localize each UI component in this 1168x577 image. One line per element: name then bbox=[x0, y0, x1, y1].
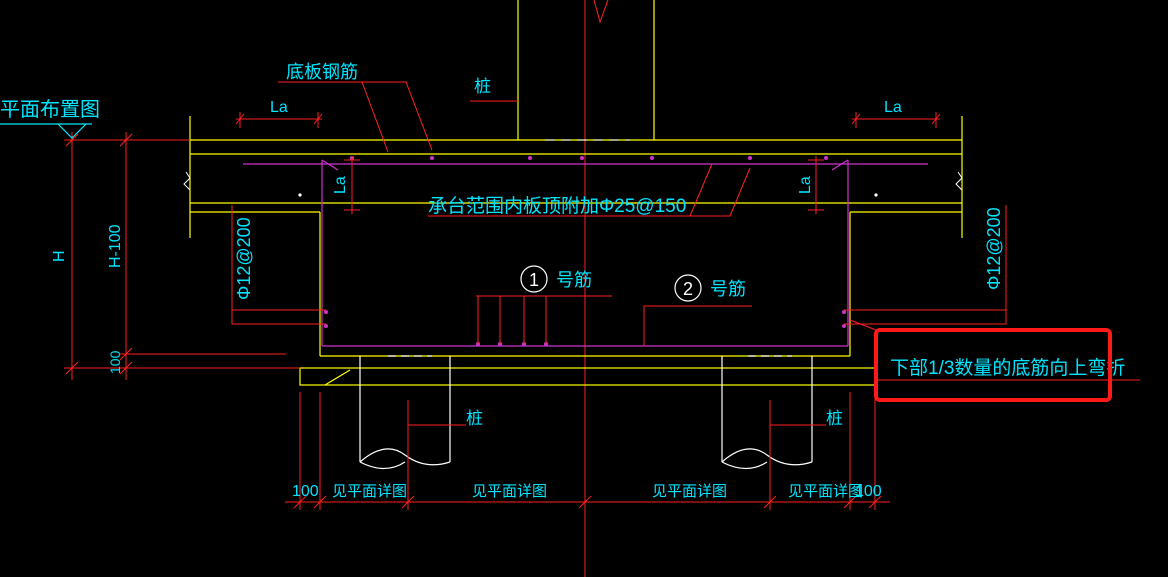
see-plan-label-3: 见平面详图 bbox=[652, 483, 727, 500]
bar1-circle bbox=[520, 265, 548, 293]
see-plan-label-1: 见平面详图 bbox=[332, 483, 407, 500]
rebar-cage bbox=[243, 159, 928, 347]
plan-ref-label: 平面布置图 bbox=[0, 98, 100, 121]
pile-top-label: 桩 bbox=[474, 77, 491, 96]
bottom-rebar-label: 底板钢筋 bbox=[286, 62, 358, 82]
slab-break-marks bbox=[183, 171, 963, 191]
pile-cap-outline bbox=[299, 212, 876, 386]
side-rebar-right-label: Φ12@200 bbox=[984, 207, 1004, 290]
pile-left bbox=[359, 355, 451, 470]
see-plan-label-2: 见平面详图 bbox=[472, 483, 547, 500]
white-top-dots bbox=[298, 193, 878, 197]
dim-100-left-label: 100 bbox=[107, 350, 123, 374]
bar1-text: 号筋 bbox=[556, 270, 592, 290]
see-plan-label-4: 见平面详图 bbox=[788, 483, 863, 500]
dim-100-bottom-right-label: 100 bbox=[855, 483, 882, 500]
leader-lines bbox=[231, 81, 1140, 510]
dim-100-bottom-left-label: 100 bbox=[292, 483, 319, 500]
la-side-left-label: La bbox=[332, 176, 349, 194]
slab-outline bbox=[189, 116, 963, 238]
bend-note-label: 下部1/3数量的底筋向上弯折 bbox=[890, 357, 1125, 379]
added-top-rebar-label: 承台范围内板顶附加Φ25@150 bbox=[428, 195, 686, 217]
side-rebar-left-label: Φ12@200 bbox=[234, 217, 254, 300]
rebar-dots bbox=[324, 156, 846, 346]
break-mark-top bbox=[593, 0, 609, 24]
dimension-lines bbox=[64, 112, 941, 515]
dim-H100-label: H-100 bbox=[107, 224, 124, 268]
pile-right bbox=[721, 355, 813, 470]
pile-right-label: 桩 bbox=[826, 409, 843, 428]
bar2-circle bbox=[674, 274, 702, 302]
bar2-text: 号筋 bbox=[710, 279, 746, 299]
la-top-left-label: La bbox=[270, 99, 288, 116]
bar2-number: 2 bbox=[683, 279, 693, 299]
plan-ref-marker bbox=[0, 123, 92, 139]
bar1-number: 1 bbox=[529, 270, 539, 290]
pile-left-label: 桩 bbox=[466, 409, 483, 428]
column-above bbox=[517, 0, 655, 140]
dim-H-label: H bbox=[51, 250, 68, 262]
annotation-texts: 平面布置图 底板钢筋 桩 La La La La 承台范围内板顶附加Φ25@15… bbox=[0, 62, 1125, 500]
la-top-right-label: La bbox=[884, 99, 902, 116]
highlight-box bbox=[874, 328, 1112, 402]
la-side-right-label: La bbox=[797, 176, 814, 194]
